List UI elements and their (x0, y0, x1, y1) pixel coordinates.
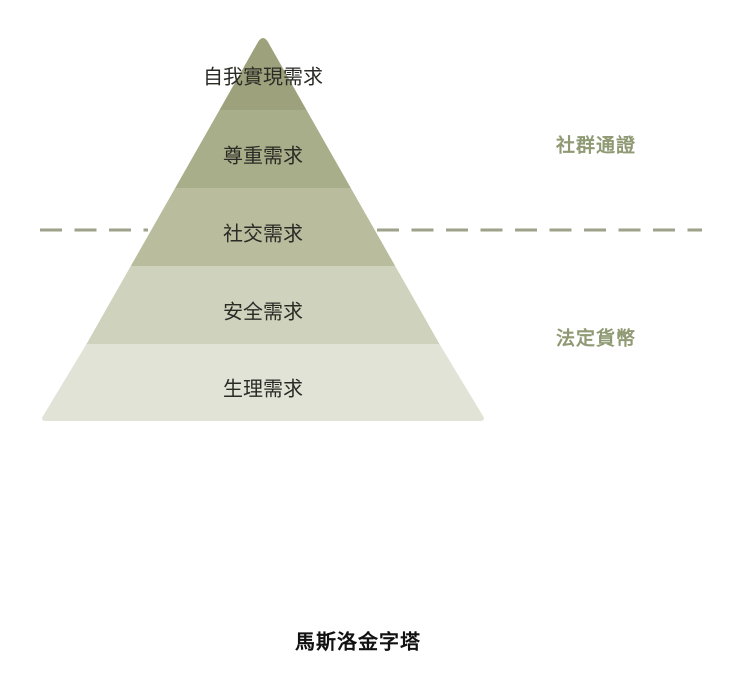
level-label-esteem: 尊重需求 (223, 143, 303, 168)
pyramid-level-esteem (175, 110, 351, 188)
pyramid-level-self-actualization (219, 38, 307, 110)
level-label-social: 社交需求 (223, 221, 303, 246)
pyramid-level-social (130, 188, 396, 266)
diagram-title: 馬斯洛金字塔 (295, 629, 421, 654)
level-label-physiological: 生理需求 (223, 376, 303, 401)
pyramid-level-physiological (42, 344, 484, 421)
side-label-fiat-currency: 法定貨幣 (555, 327, 637, 350)
level-label-self-actualization: 自我實現需求 (203, 64, 323, 89)
level-label-safety: 安全需求 (223, 299, 303, 324)
pyramid-level-safety (86, 266, 440, 344)
side-label-community-token: 社群通證 (555, 134, 637, 157)
